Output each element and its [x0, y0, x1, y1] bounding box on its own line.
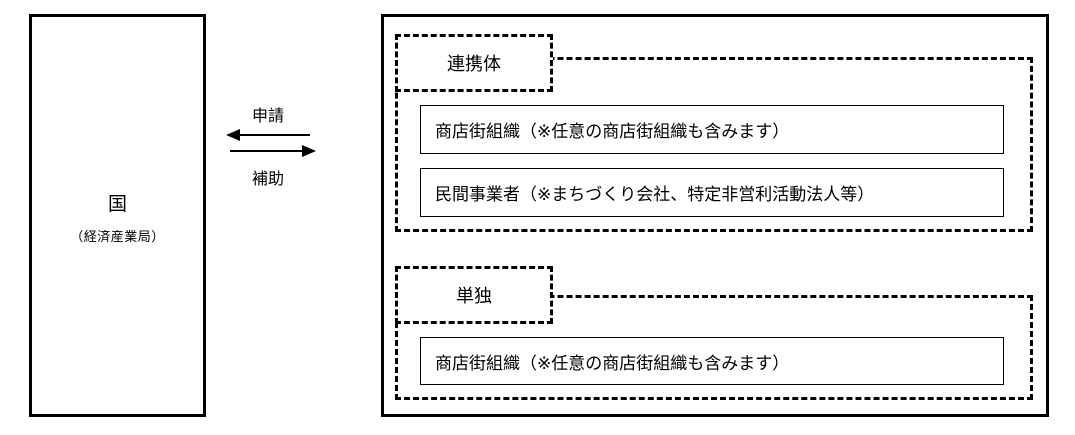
single-group [395, 295, 1033, 400]
shopping-district-org-entry: 商店街組織（※任意の商店街組織も含みます） [420, 105, 1004, 154]
private-business-entry: 民間事業者（※まちづくり会社、特定非営利活動法人等） [420, 168, 1004, 217]
apply-label: 申請 [252, 106, 285, 125]
arrow-left-icon [226, 129, 310, 141]
consortium-group-title: 連携体 [395, 34, 553, 92]
single-group-title: 単独 [395, 266, 553, 324]
single-shopping-district-org-entry: 商店街組織（※任意の商店街組織も含みます） [420, 337, 1004, 385]
flow-arrows: 申請 補助 [222, 92, 322, 192]
applicant-box [381, 14, 1049, 417]
subsidy-label: 補助 [252, 169, 285, 188]
arrow-right-icon [230, 145, 316, 157]
government-box: 国 （経済産業局） [29, 14, 206, 417]
government-subtitle: （経済産業局） [70, 229, 165, 245]
government-title: 国 [107, 192, 127, 215]
consortium-group [395, 57, 1033, 232]
